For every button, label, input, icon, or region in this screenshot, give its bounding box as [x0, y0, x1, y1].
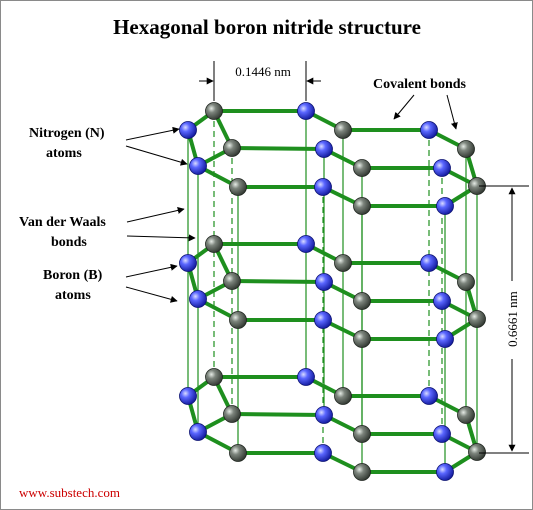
- boron-atom: [205, 235, 223, 253]
- nitrogen-atom: [314, 311, 332, 329]
- boron-atom: [468, 443, 486, 461]
- boron-atom: [353, 463, 371, 481]
- nitrogen-atom: [420, 121, 438, 139]
- boron-atom: [205, 102, 223, 120]
- nitrogen-arrow-1: [125, 126, 180, 141]
- boron-atom: [223, 405, 241, 423]
- nitrogen-atom: [315, 140, 333, 158]
- boron-atom: [223, 139, 241, 157]
- boron-atom: [334, 121, 352, 139]
- boron-label-line2: atoms: [55, 288, 91, 303]
- layer-dim-label-bg: [501, 281, 523, 359]
- nitrogen-atom: [297, 235, 315, 253]
- nitrogen-atom: [433, 292, 451, 310]
- nitrogen-atom: [179, 387, 197, 405]
- nitrogen-atom: [436, 463, 454, 481]
- nitrogen-atom: [297, 368, 315, 386]
- boron-atom: [353, 292, 371, 310]
- layer-spacing-label: 0.6661 nm: [505, 291, 520, 347]
- nitrogen-atom: [314, 178, 332, 196]
- nitrogen-atom: [420, 254, 438, 272]
- boron-atom: [457, 273, 475, 291]
- website-label: www.substech.com: [19, 485, 120, 500]
- nitrogen-atom: [189, 290, 207, 308]
- boron-atom: [205, 368, 223, 386]
- covalent-bond: [230, 279, 326, 284]
- boron-atom: [334, 387, 352, 405]
- boron-arrow-1: [125, 263, 178, 278]
- nitrogen-atom: [433, 159, 451, 177]
- covalent-arrow-2: [446, 94, 458, 130]
- annotations: Hexagonal boron nitride structure 0.1446…: [19, 15, 529, 500]
- nitrogen-label-line1: Nitrogen (N): [29, 126, 105, 141]
- covalent-arrow-1: [393, 94, 415, 120]
- nitrogen-atom: [436, 197, 454, 215]
- boron-atom: [334, 254, 352, 272]
- boron-label-line1: Boron (B): [43, 268, 103, 283]
- boron-atom: [223, 272, 241, 290]
- vdw-arrow-2: [126, 234, 196, 242]
- boron-atom: [457, 406, 475, 424]
- nitrogen-atom: [420, 387, 438, 405]
- boron-atom: [229, 311, 247, 329]
- boron-atom: [353, 197, 371, 215]
- nitrogen-atom: [433, 425, 451, 443]
- nitrogen-atom: [315, 273, 333, 291]
- nitrogen-atom: [436, 330, 454, 348]
- vdw-arrow-1: [126, 206, 185, 223]
- diagram-title: Hexagonal boron nitride structure: [113, 15, 421, 39]
- boron-atom: [468, 310, 486, 328]
- boron-atom: [229, 444, 247, 462]
- nitrogen-arrow-2: [125, 145, 188, 166]
- boron-atom: [229, 178, 247, 196]
- boron-atom: [353, 330, 371, 348]
- vdw-label-line2: bonds: [51, 235, 87, 250]
- covalent-bond: [230, 412, 326, 417]
- boron-atom: [353, 425, 371, 443]
- nitrogen-atom: [189, 423, 207, 441]
- nitrogen-atom: [297, 102, 315, 120]
- lattice-spacing-label: 0.1446 nm: [235, 64, 291, 79]
- nitrogen-label-line2: atoms: [46, 146, 82, 161]
- nitrogen-atom: [189, 157, 207, 175]
- boron-arrow-2: [125, 286, 178, 303]
- nitrogen-atom: [179, 121, 197, 139]
- covalent-bonds-label: Covalent bonds: [373, 77, 467, 92]
- atoms: [179, 102, 486, 481]
- nitrogen-atom: [314, 444, 332, 462]
- boron-atom: [353, 159, 371, 177]
- covalent-bond: [230, 146, 326, 151]
- nitrogen-atom: [179, 254, 197, 272]
- boron-atom: [457, 140, 475, 158]
- vdw-label-line1: Van der Waals: [19, 215, 106, 230]
- nitrogen-atom: [315, 406, 333, 424]
